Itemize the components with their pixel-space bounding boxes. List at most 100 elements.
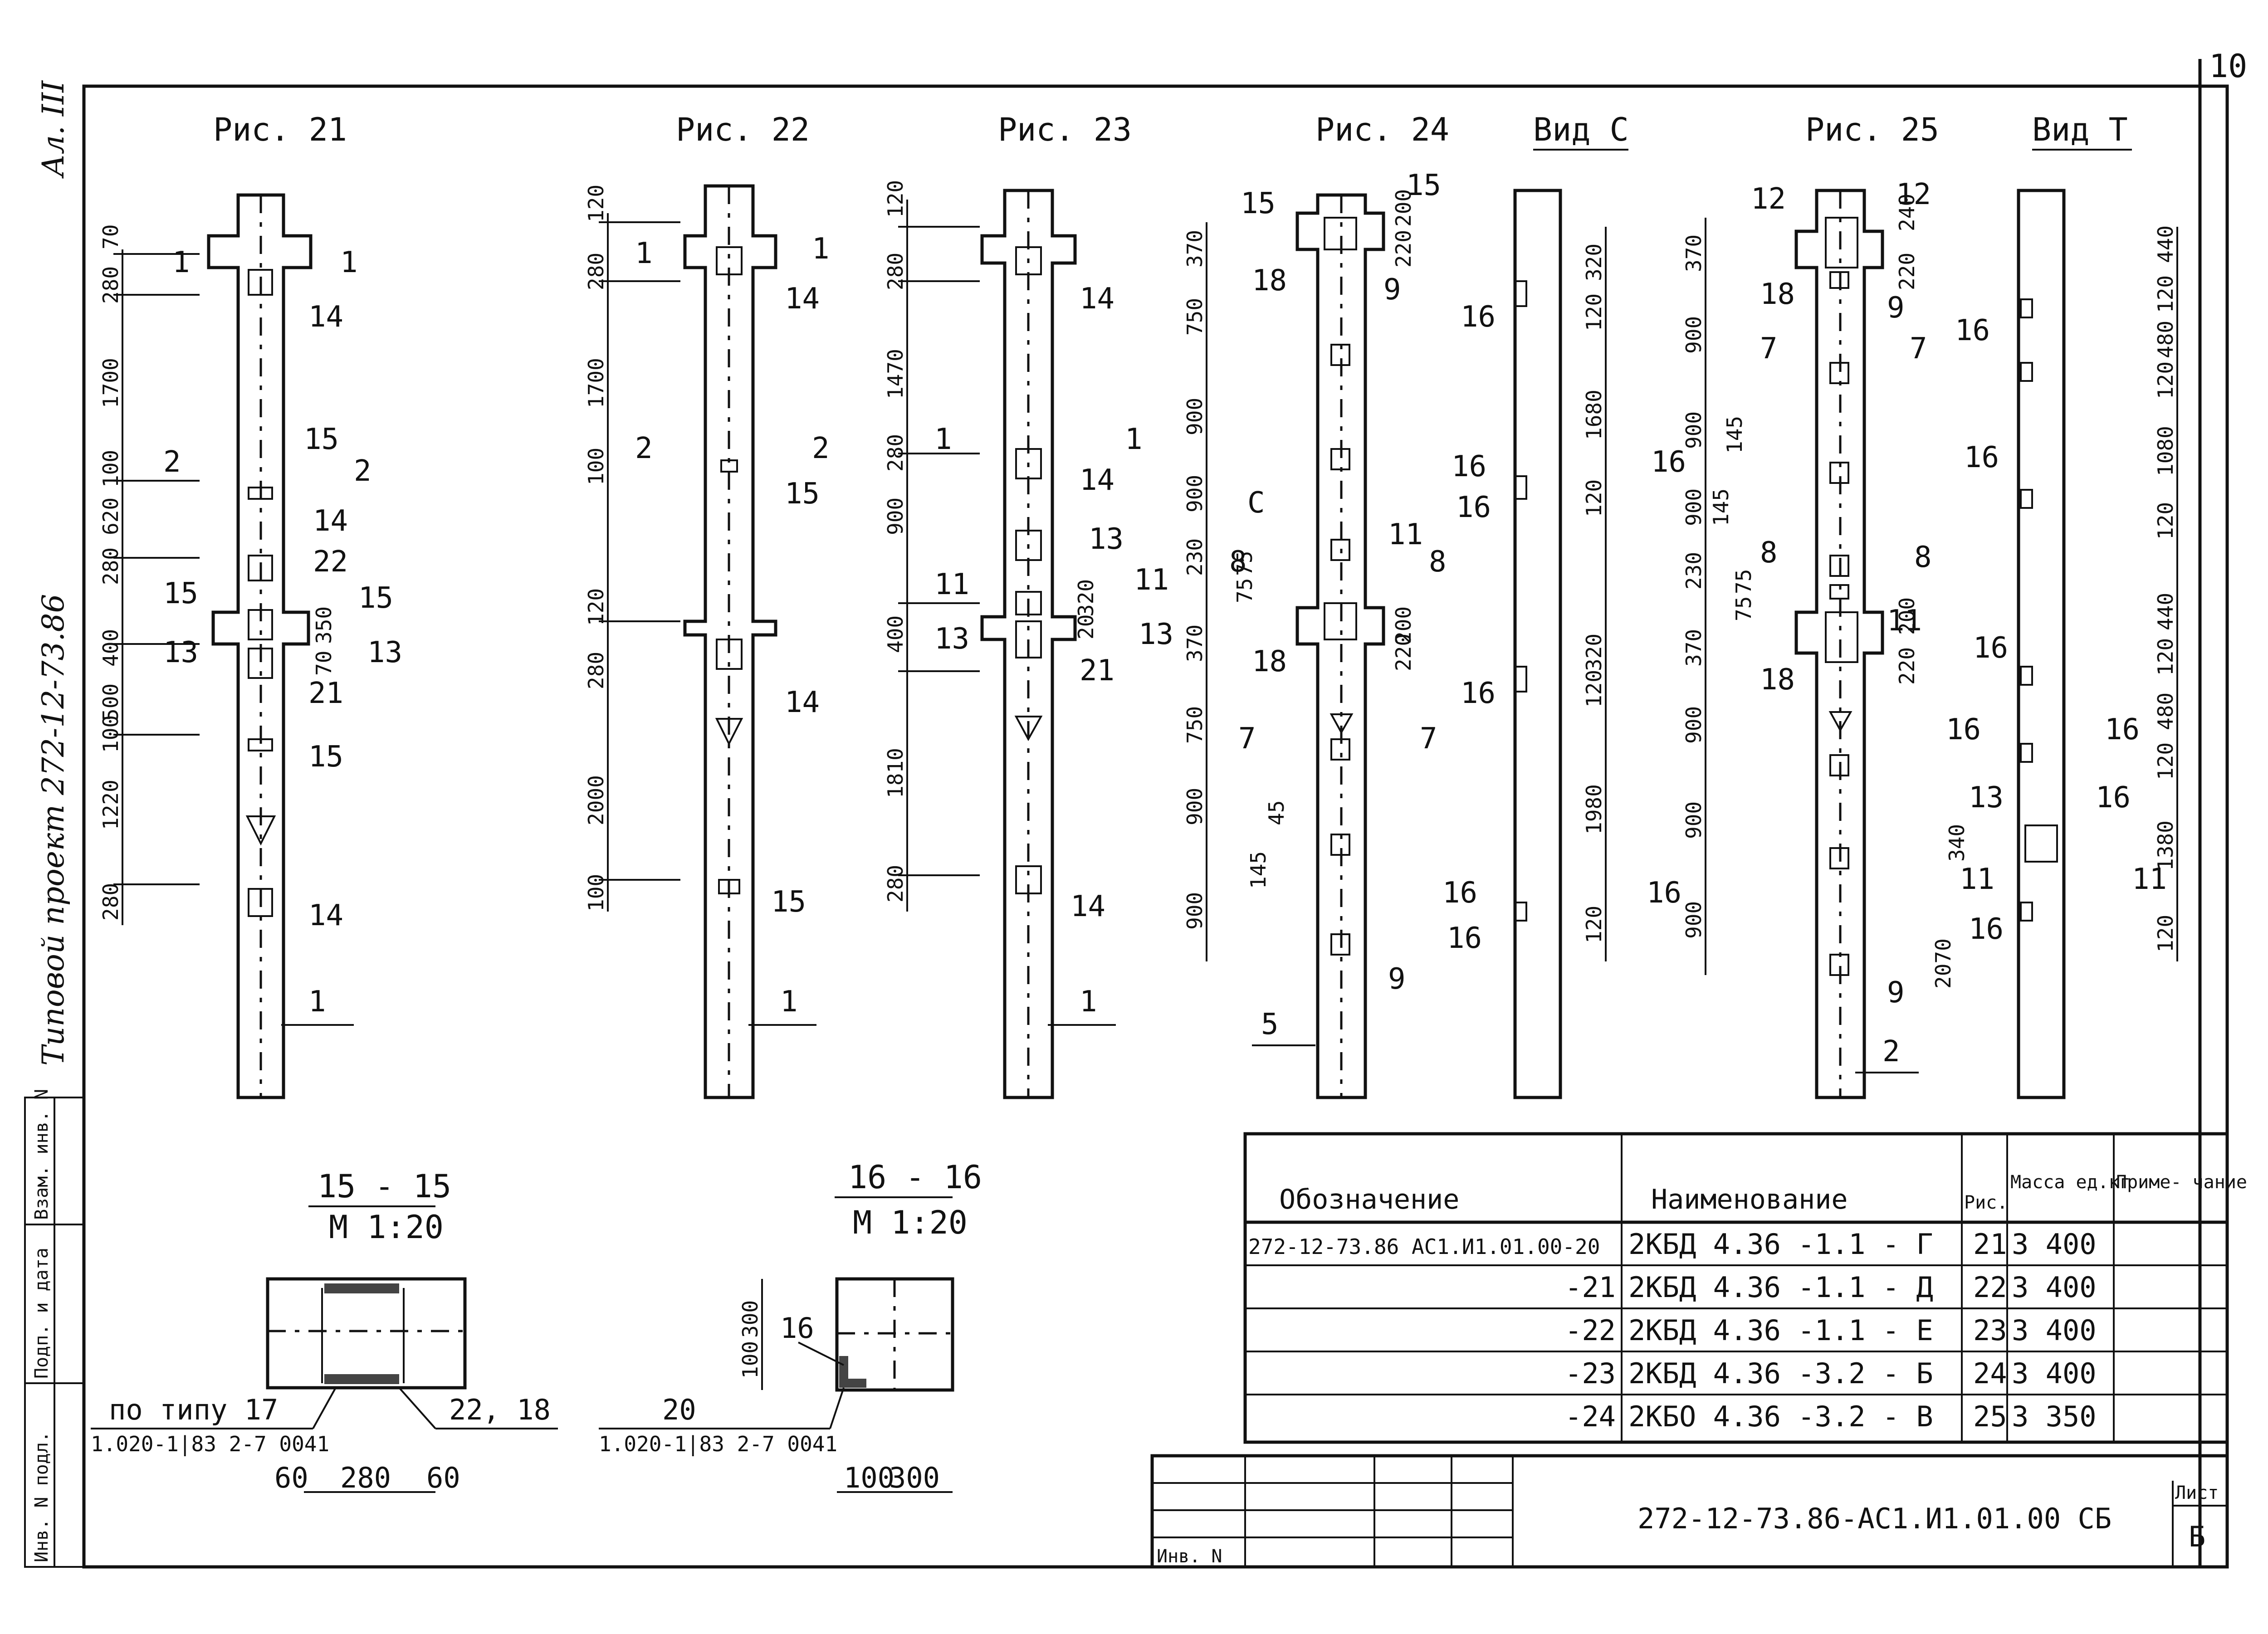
embed-16 — [2020, 666, 2033, 686]
section-mark: 1 — [172, 246, 190, 279]
dimension-label: 120 — [1582, 479, 1606, 517]
section-mark: 7 — [1910, 332, 1927, 366]
embed-14 — [1015, 246, 1042, 275]
element-mark: 2 — [1882, 1035, 1900, 1068]
dimension-label: 220 — [1895, 253, 1919, 290]
spec-row-name: 2КБД 4.36 -1.1 - Г — [1628, 1228, 1933, 1261]
embed-15 — [720, 459, 738, 473]
section-mark: 1 — [812, 232, 830, 266]
callout-mark: 15 — [771, 885, 806, 919]
element-mark: 5 — [1261, 1008, 1279, 1041]
callout-mark: 14 — [308, 300, 343, 334]
callout-mark: 13 — [1089, 522, 1124, 556]
figure-21-title: Рис. 21 — [213, 111, 347, 148]
dimension-label: 2000 — [584, 775, 608, 825]
section-mark: 11 — [1134, 563, 1169, 597]
dimension-label: 120 — [2153, 275, 2178, 313]
callout-mark: 14 — [1080, 463, 1114, 497]
section-mark: 13 — [1139, 618, 1173, 651]
section-mark: 16 — [1452, 450, 1486, 483]
section-mark: 16 — [1651, 445, 1686, 479]
column-outline — [1295, 193, 1385, 1099]
embed-16 — [2020, 489, 2033, 509]
dimension-label: 45 — [1264, 800, 1289, 825]
section-mark: 16 — [780, 1312, 814, 1345]
callout-mark: 9 — [1388, 962, 1406, 996]
spec-row-mass: 3 400 — [2012, 1357, 2097, 1390]
spec-row-designation: -22 — [1565, 1314, 1616, 1347]
section-mark: 15 — [1241, 187, 1276, 220]
dimension-label: 75 — [1232, 578, 1257, 603]
section-mark: 2 — [812, 432, 830, 465]
embed-14 — [716, 246, 743, 275]
dimension-label: 230 — [1681, 552, 1706, 590]
callout-mark: 16 — [1461, 300, 1496, 334]
callout-mark: 15 — [785, 477, 820, 511]
dimension-label: 20 — [1074, 615, 1098, 639]
spec-row-mass: 3 400 — [2012, 1228, 2097, 1261]
dimension-label: 620 — [98, 498, 123, 535]
figure-21: Рис. 21 70 280 1700 100 620 280 400 500 … — [98, 111, 402, 1099]
embed-9 — [1330, 539, 1350, 561]
dimension-label: 280 — [883, 434, 908, 472]
section-mark: 16 — [1442, 876, 1477, 910]
spec-row-name: 2КБД 4.36 -1.1 - Д — [1628, 1271, 1933, 1304]
dimension-label: 1700 — [584, 358, 608, 408]
mount-triangle — [1828, 711, 1853, 732]
dimension-label: 370 — [1681, 629, 1706, 667]
callout-mark: 9 — [1383, 273, 1401, 307]
dimension-label: 480 — [2153, 321, 2178, 358]
spec-table-frame — [1243, 1132, 2229, 1444]
spec-row-figure: 22 — [1973, 1271, 2007, 1304]
mount-triangle — [1014, 716, 1043, 741]
embed-16 — [2020, 298, 2033, 318]
embed-16 — [1514, 280, 1527, 307]
embed-angle — [839, 1356, 866, 1388]
section-mark: 2 — [354, 454, 371, 488]
sheet-number-top: 10 — [2209, 48, 2247, 85]
section-label-right: 22, 18 — [449, 1393, 551, 1426]
dimension-label: 75 — [1232, 551, 1257, 576]
dimension-label: 280 — [98, 883, 123, 921]
section-scale: М 1:20 — [853, 1204, 968, 1241]
callout-mark: 11 — [1887, 604, 1922, 638]
callout-mark: 14 — [785, 282, 820, 316]
dimension-label: 120 — [2153, 361, 2178, 399]
dimension-label: 120 — [1582, 670, 1606, 707]
embed-14 — [716, 639, 743, 670]
dimension-label: 145 — [1709, 488, 1733, 526]
section-mark: 1 — [635, 237, 653, 270]
section-ref-left: 1.020-1|83 2-7 0041 — [91, 1432, 329, 1457]
figure-24-view-title: Вид С — [1533, 111, 1629, 148]
spec-row-mass: 3 350 — [2012, 1400, 2097, 1433]
dimension-label: 900 — [1183, 475, 1207, 512]
dimension-label: 280 — [340, 1461, 391, 1494]
dimension-label: 120 — [584, 185, 608, 222]
callout-mark: 21 — [1080, 654, 1114, 688]
dimension-label: 2070 — [1931, 938, 1955, 989]
section-mark: 1 — [1125, 423, 1143, 456]
callout-mark: 16 — [2096, 781, 2131, 815]
sheet-value: Б — [2189, 1520, 2205, 1553]
mount-triangle — [715, 718, 743, 746]
stamp-label-replace: Взам. инв. N — [31, 1089, 52, 1220]
section-mark: 8 — [1914, 541, 1932, 574]
stamp-label-inventory: Инв. N подл. — [31, 1431, 52, 1562]
dimension-label: 100 — [98, 715, 123, 753]
spec-row-figure: 25 — [1973, 1400, 2007, 1433]
spec-row-mass: 3 400 — [2012, 1271, 2097, 1304]
callout-mark: 13 — [1969, 781, 2004, 815]
dimension-label: 60 — [274, 1461, 308, 1494]
callout-mark: 16 — [1969, 912, 2004, 946]
callout-mark: 16 — [1973, 631, 2008, 665]
dimension-label: 120 — [584, 588, 608, 626]
spec-row-figure: 24 — [1973, 1357, 2007, 1390]
dimension-label: 1380 — [2153, 820, 2178, 871]
dimension-label: 480 — [2153, 693, 2178, 730]
embed-9 — [1330, 834, 1350, 856]
section-scale: М 1:20 — [329, 1209, 444, 1246]
section-ref-left: 1.020-1|83 2-7 0041 — [599, 1432, 837, 1457]
title-block: Инв. N 272-12-73.86-АС1.И1.01.00 СБ Лист… — [1150, 1454, 2229, 1569]
embed-15 — [248, 487, 273, 500]
section-mark: 12 — [1751, 182, 1786, 216]
